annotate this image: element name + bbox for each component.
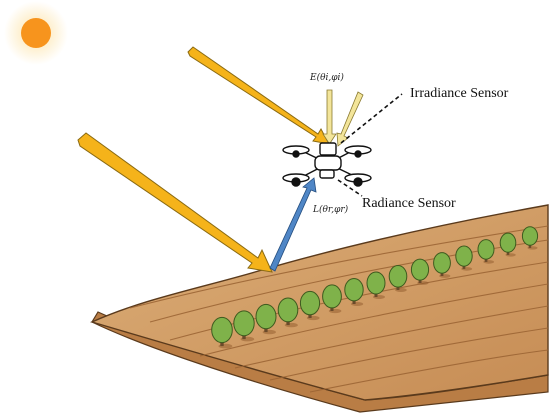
tree-icon [299, 290, 321, 321]
tree-row [211, 226, 539, 349]
tree-icon [233, 310, 255, 342]
tree-icon [388, 265, 408, 292]
irradiance-sensor-label: Irradiance Sensor [410, 86, 509, 101]
reflected-radiance-arrow [269, 177, 317, 272]
tree-icon [410, 258, 430, 285]
tree-icon [433, 252, 451, 278]
radiance-sensor-label: Radiance Sensor [362, 196, 456, 211]
irradiance-symbol: E(θi,φi) [309, 72, 344, 83]
irradiance-arrows [322, 89, 364, 147]
tree-icon [521, 226, 539, 250]
tree-icon [344, 278, 364, 306]
radiance-symbol: L(θr,φr) [312, 204, 349, 215]
tree-icon [255, 303, 277, 335]
tree-icon [455, 245, 473, 271]
sun-icon [4, 1, 68, 65]
drone-icon [282, 142, 372, 187]
farm-field [90, 204, 549, 413]
irradiance-pointer [340, 93, 403, 144]
tree-icon [499, 232, 517, 257]
tree-icon [211, 316, 233, 349]
tree-icon [277, 297, 299, 328]
sunlight-arrow-to-drone [187, 46, 330, 145]
tree-icon [366, 271, 386, 299]
tree-icon [477, 239, 495, 264]
tree-icon [322, 284, 342, 314]
sunlight-arrow-to-field [77, 132, 273, 273]
radiance-pointer [337, 179, 363, 197]
